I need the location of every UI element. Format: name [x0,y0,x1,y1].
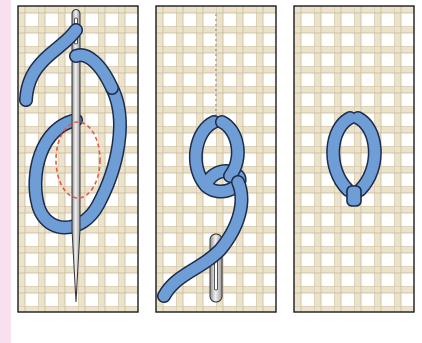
side-strip [0,0,11,343]
panel-step-2 [155,5,277,313]
panel-step-3 [293,5,415,313]
needle-icon [71,9,81,303]
highlight-circle [55,121,101,199]
panel-step-1 [17,5,139,313]
anchor-stitch [346,185,362,207]
fabric-panel-3 [294,6,414,312]
